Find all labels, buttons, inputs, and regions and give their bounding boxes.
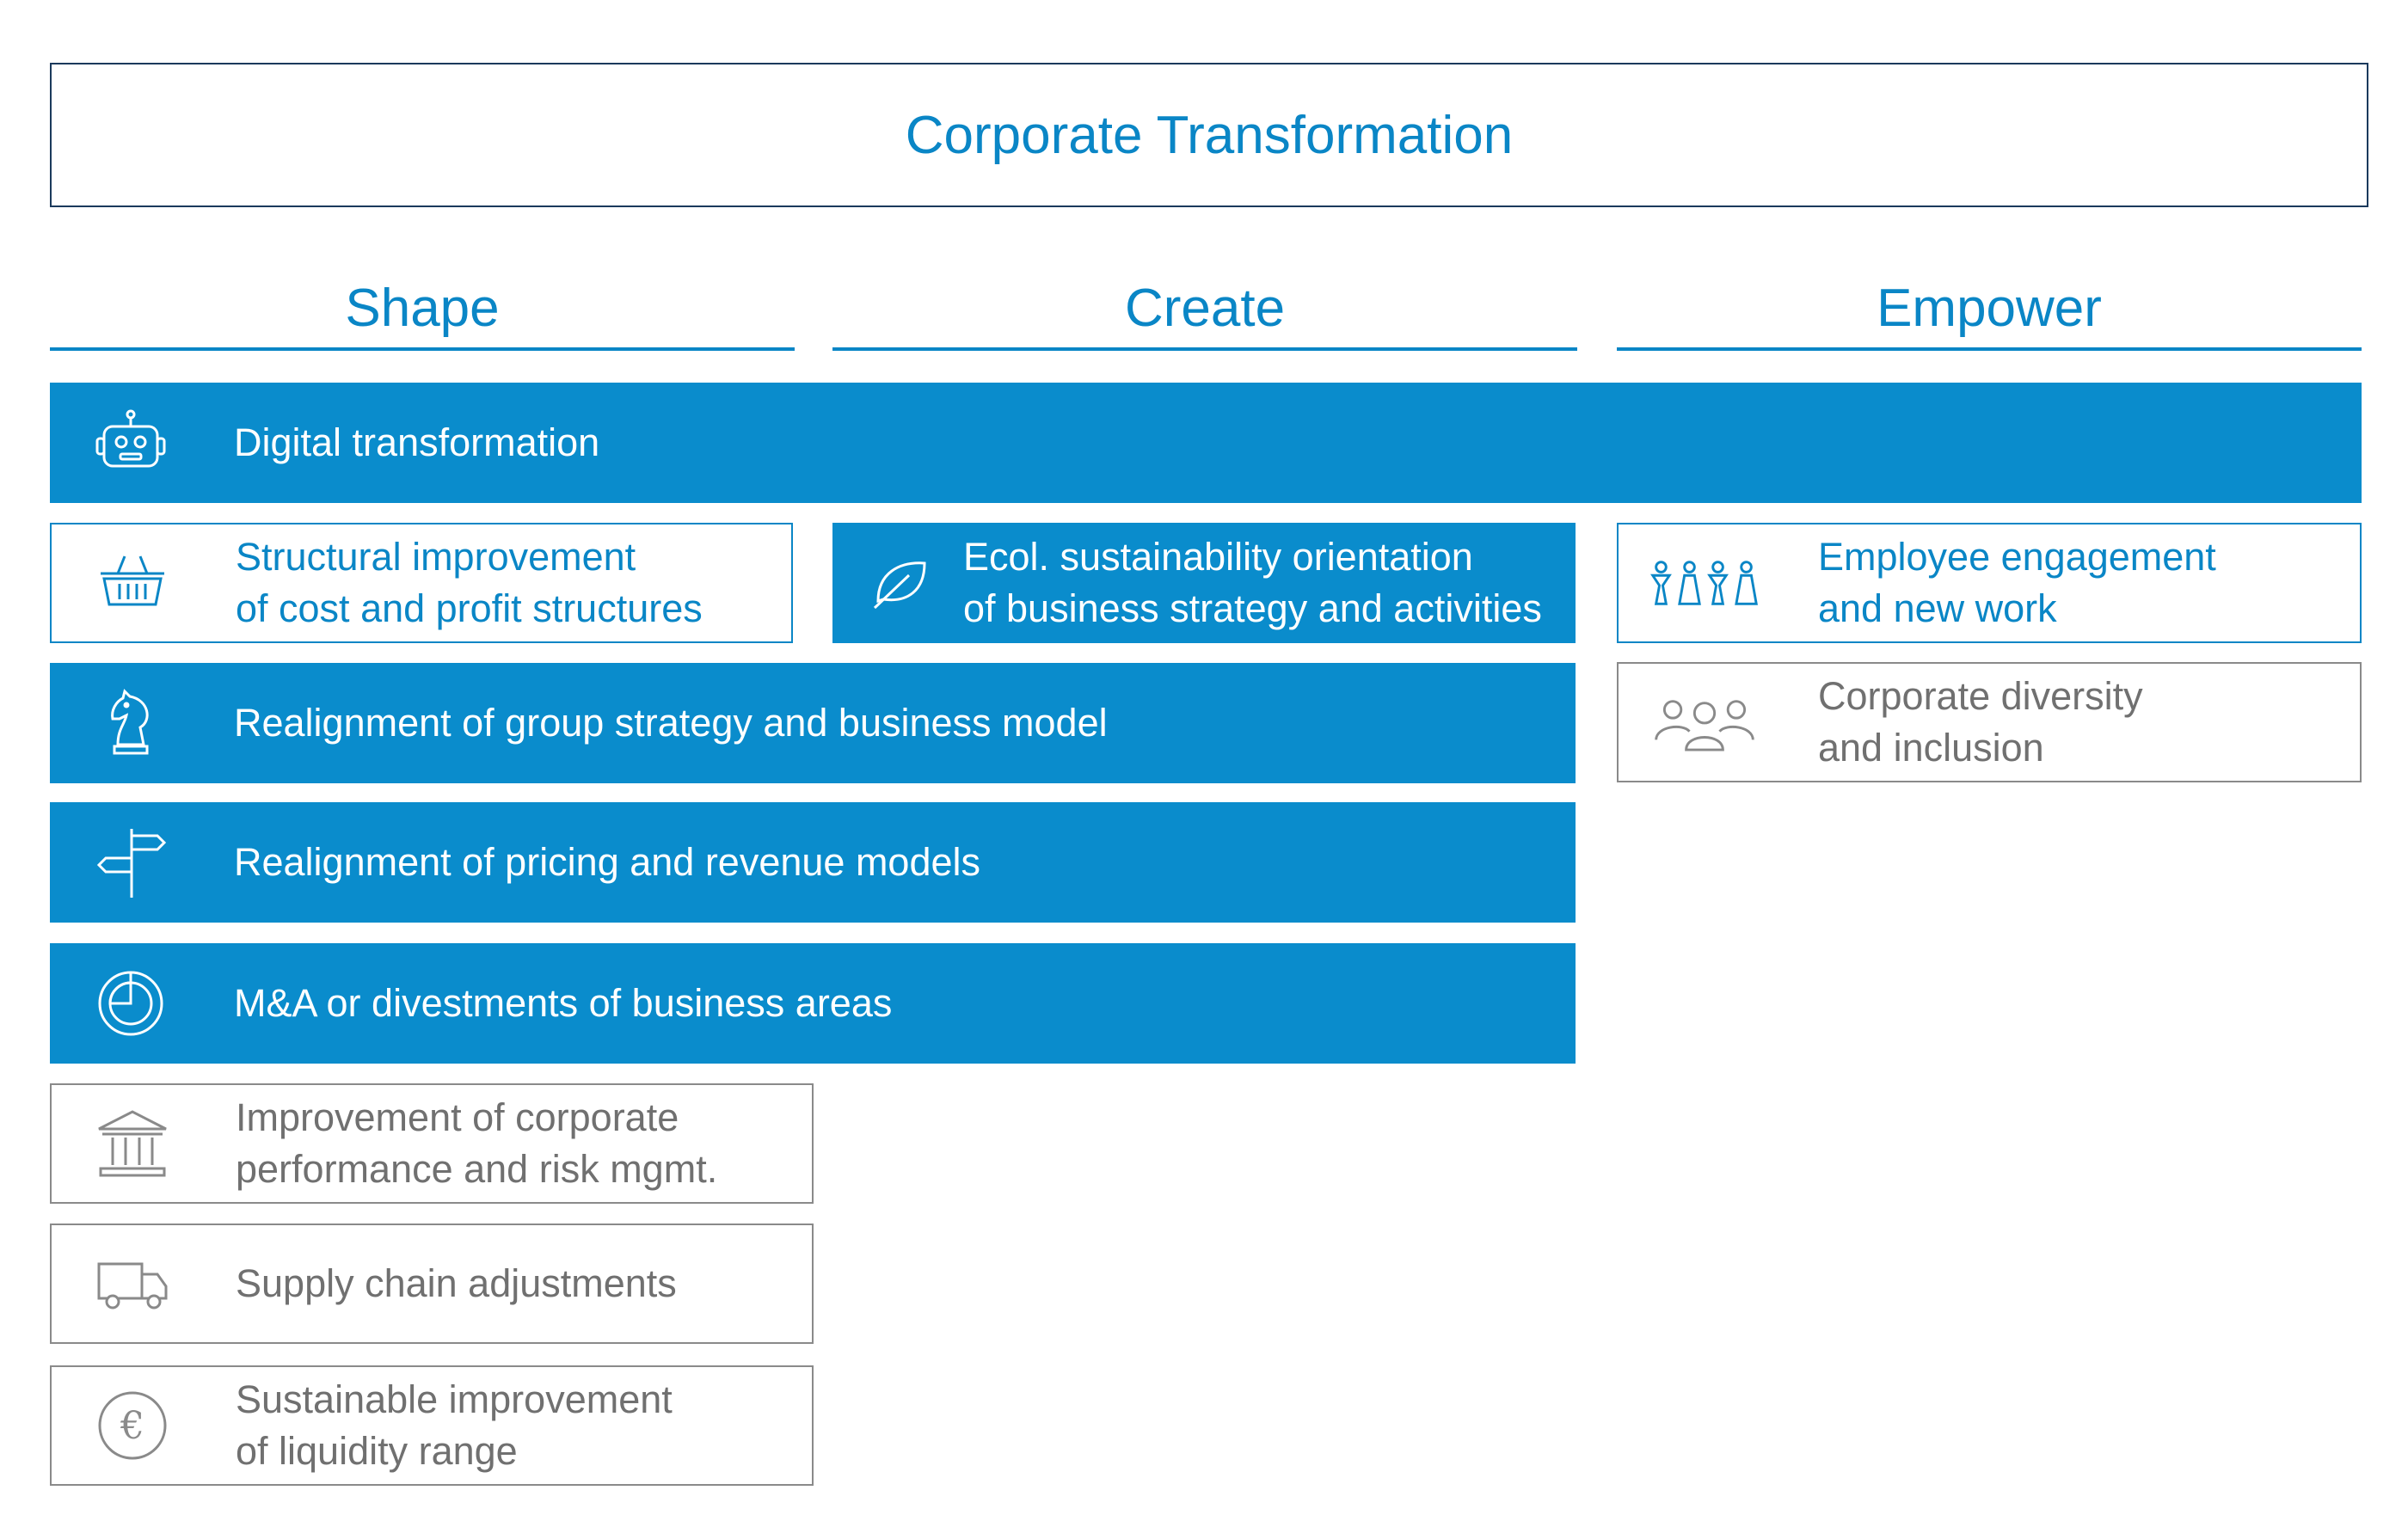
- item-label: Structural improvement of cost and profi…: [236, 535, 703, 630]
- item-structural-improvement: Structural improvement of cost and profi…: [50, 523, 793, 643]
- item-corporate-diversity: Corporate diversity and inclusion: [1617, 662, 2362, 782]
- euro-coin-icon: €: [91, 1384, 174, 1467]
- item-employee-engagement: Employee engagement and new work: [1617, 523, 2362, 643]
- group-icon: [1644, 681, 1765, 764]
- item-ecol-sustainability: Ecol. sustainability orientation of busi…: [832, 523, 1576, 643]
- item-label: Ecol. sustainability orientation of busi…: [963, 535, 1542, 630]
- item-supply-chain: Supply chain adjustments: [50, 1224, 814, 1344]
- item-label: Realignment of pricing and revenue model…: [234, 840, 981, 884]
- signpost-icon: [89, 821, 172, 904]
- item-liquidity: € Sustainable improvement of liquidity r…: [50, 1365, 814, 1486]
- page-title: Corporate Transformation: [50, 63, 2368, 207]
- column-header-shape: Shape: [50, 268, 795, 351]
- item-label: M&A or divestments of business areas: [234, 981, 893, 1025]
- pie-chart-icon: [89, 962, 172, 1045]
- basket-icon: [91, 542, 174, 624]
- svg-text:€: €: [120, 1404, 144, 1448]
- item-label: Realignment of group strategy and busine…: [234, 701, 1108, 745]
- item-ma-divestments: M&A or divestments of business areas: [50, 943, 1576, 1064]
- people-icon: [1644, 542, 1765, 624]
- bank-icon: [91, 1102, 174, 1185]
- truck-icon: [91, 1242, 174, 1325]
- item-label: Improvement of corporate performance and…: [236, 1095, 718, 1191]
- item-realignment-pricing: Realignment of pricing and revenue model…: [50, 802, 1576, 923]
- item-label: Supply chain adjustments: [236, 1261, 677, 1305]
- item-label: Sustainable improvement of liquidity ran…: [236, 1377, 673, 1473]
- item-corporate-performance: Improvement of corporate performance and…: [50, 1083, 814, 1204]
- chess-knight-icon: [89, 682, 172, 764]
- column-header-empower: Empower: [1617, 268, 2362, 351]
- item-realignment-strategy: Realignment of group strategy and busine…: [50, 663, 1576, 783]
- item-digital-transformation: Digital transformation: [50, 383, 2362, 503]
- leaf-icon: [860, 542, 943, 624]
- column-header-create: Create: [832, 268, 1577, 351]
- item-label: Digital transformation: [234, 420, 600, 464]
- item-label: Corporate diversity and inclusion: [1818, 674, 2143, 770]
- robot-icon: [89, 402, 172, 484]
- item-label: Employee engagement and new work: [1818, 535, 2216, 630]
